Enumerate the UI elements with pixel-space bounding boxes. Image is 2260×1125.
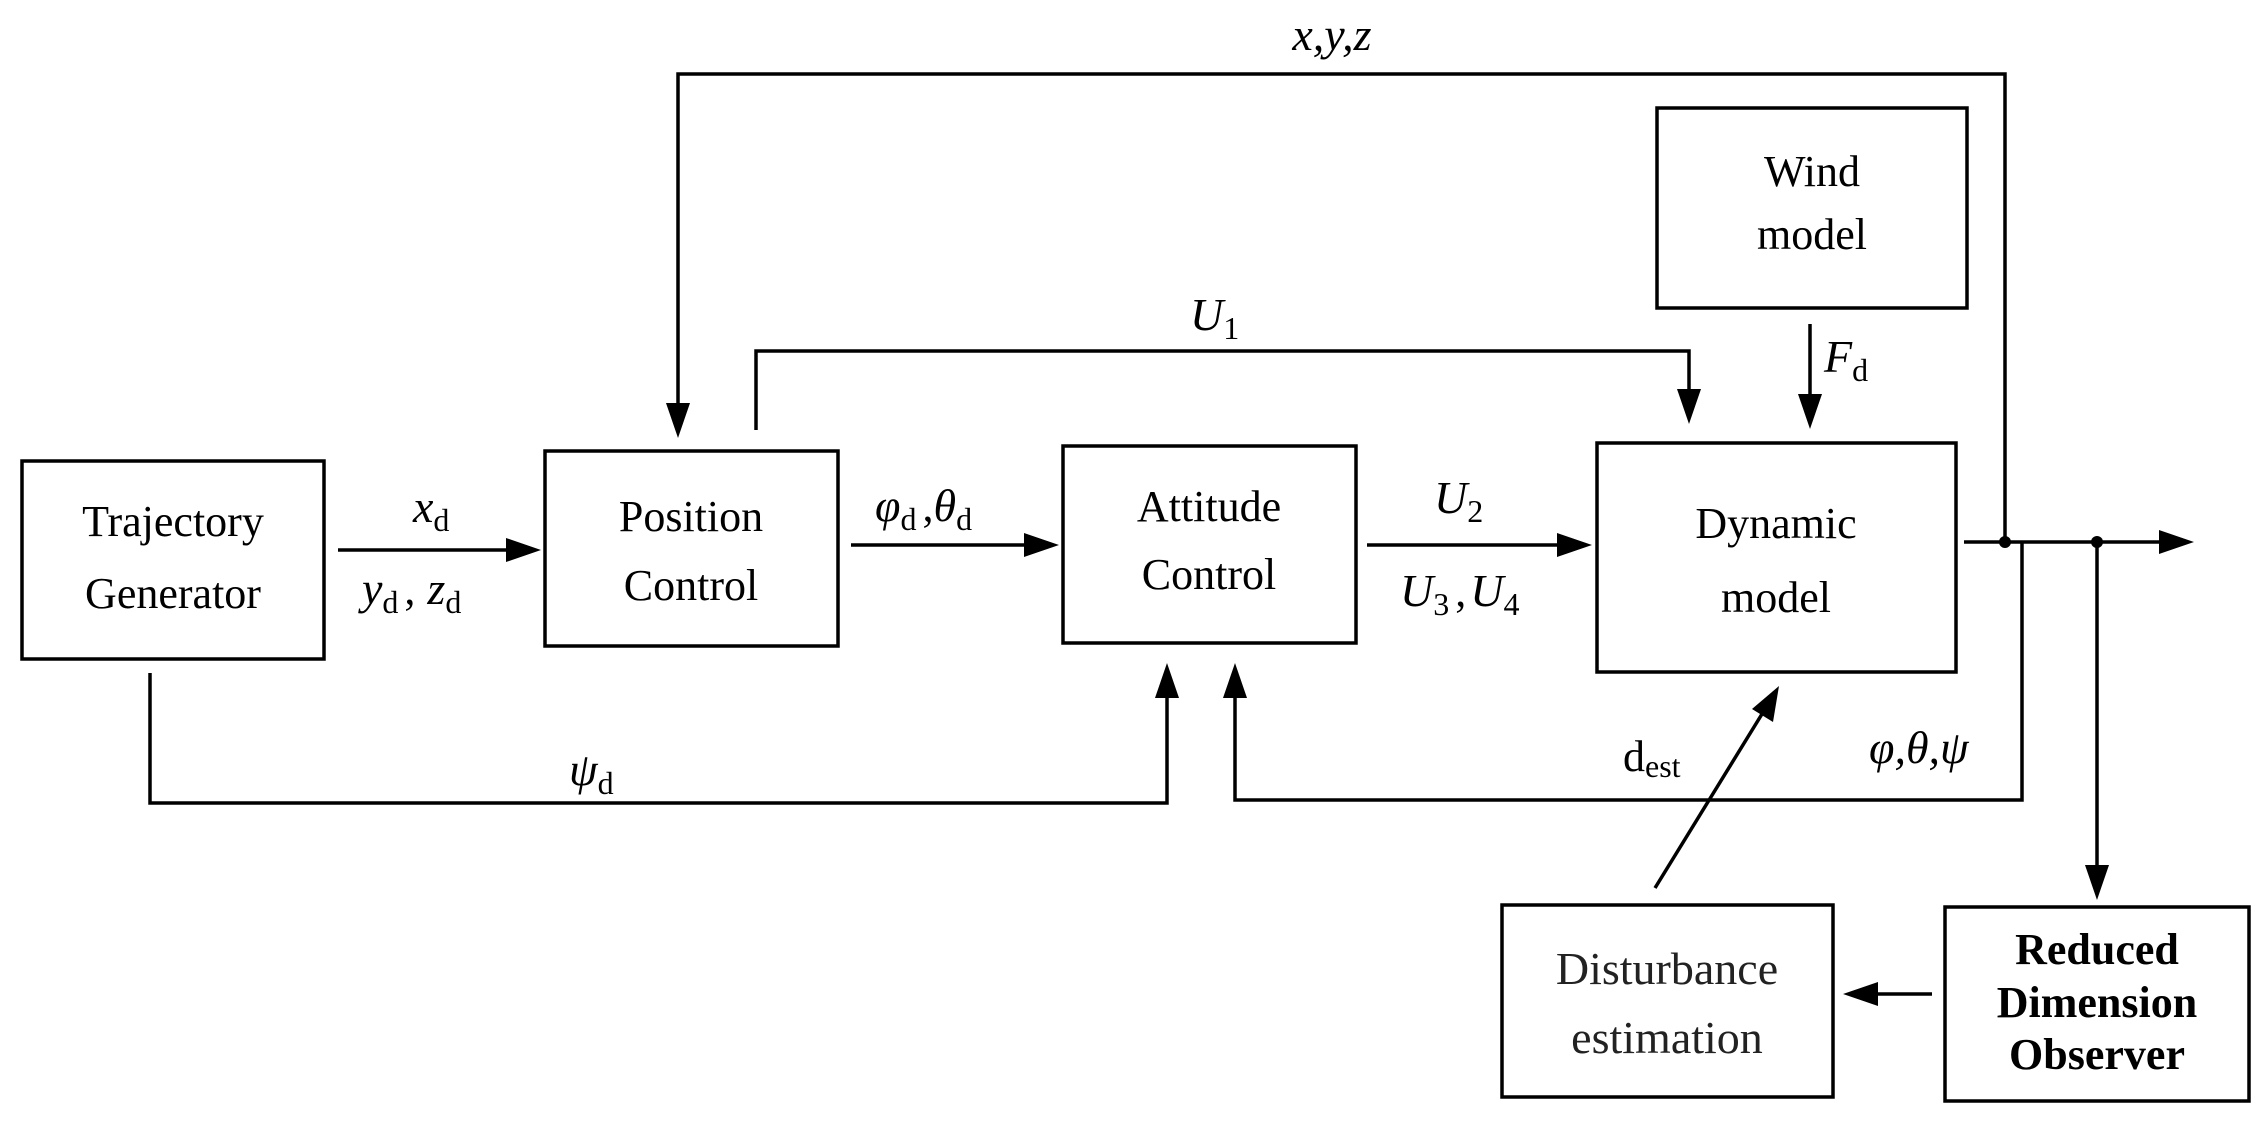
- dest-connection: [1653, 686, 1779, 889]
- svg-text:U3,U4: U3,U4: [1400, 565, 1519, 622]
- position-control-label-1: Position: [619, 492, 763, 541]
- dest-label: dest: [1623, 732, 1681, 784]
- u1-connection: [754, 349, 1701, 430]
- psid-connection: [148, 663, 1179, 805]
- xd-label: xd: [412, 481, 449, 538]
- wind-model-label-2: model: [1757, 210, 1867, 259]
- attitude-control-block: Attitude Control: [1061, 444, 1358, 645]
- branch-point-xyz: [1999, 536, 2011, 548]
- u2-label: U2: [1434, 472, 1483, 529]
- position-control-label-2: Control: [624, 561, 758, 610]
- position-control-block: Position Control: [543, 449, 840, 648]
- psid-label: ψd: [569, 744, 614, 801]
- svg-text:Fd: Fd: [1823, 331, 1868, 388]
- angles-feedback-connection: [1223, 542, 2024, 802]
- u2-connection: [1367, 533, 1592, 557]
- dynamic-model-label-2: model: [1721, 573, 1831, 622]
- fd-label: Fd: [1823, 331, 1868, 388]
- dynamic-model-block: Dynamic model: [1595, 441, 1958, 674]
- trajectory-generator-block: Trajectory Generator: [20, 459, 326, 661]
- attitude-control-label-2: Control: [1142, 550, 1276, 599]
- attitude-control-label-1: Attitude: [1137, 482, 1281, 531]
- yd-zd-label: yd,zd: [358, 563, 461, 620]
- wind-model-label-1: Wind: [1764, 147, 1860, 196]
- disturbance-estimation-label-1: Disturbance: [1556, 943, 1778, 994]
- svg-text:ψd: ψd: [569, 744, 614, 801]
- reduced-dimension-observer-block: Reduced Dimension Observer: [1943, 905, 2251, 1103]
- wind-model-block: Wind model: [1655, 106, 1969, 310]
- svg-text:xd: xd: [412, 481, 449, 538]
- phid-thetad-connection: [851, 533, 1059, 557]
- trajectory-generator-label-2: Generator: [85, 569, 261, 618]
- observer-label-1: Reduced: [2015, 925, 2179, 974]
- xyz-feedback-connection: [666, 72, 2007, 542]
- disturbance-estimation-label-2: estimation: [1571, 1012, 1763, 1063]
- phid-thetad-label: φd,θd: [875, 480, 972, 537]
- svg-text:U2: U2: [1434, 472, 1483, 529]
- angles-label: φ,θ,ψ: [1869, 722, 1970, 773]
- dynamic-model-label-1: Dynamic: [1695, 499, 1856, 548]
- svg-text:dest: dest: [1623, 732, 1681, 784]
- observer-label-3: Observer: [2009, 1030, 2185, 1079]
- svg-text:yd,zd: yd,zd: [358, 563, 461, 620]
- svg-text:φd,θd: φd,θd: [875, 480, 972, 537]
- xd-connection: [338, 538, 541, 562]
- output-connection: [1964, 530, 2194, 554]
- observer-label-2: Dimension: [1997, 978, 2197, 1027]
- disturbance-estimation-block: Disturbance estimation: [1500, 903, 1835, 1099]
- fd-connection: [1798, 324, 1822, 429]
- observer-input-connection: [2085, 542, 2109, 900]
- u1-label: U1: [1190, 289, 1239, 346]
- u3-u4-label: U3,U4: [1400, 565, 1519, 622]
- xyz-label: x,y,z: [1291, 9, 1371, 60]
- observer-to-disturbance-connection: [1843, 982, 1932, 1006]
- trajectory-generator-label-1: Trajectory: [82, 497, 264, 546]
- svg-text:U1: U1: [1190, 289, 1239, 346]
